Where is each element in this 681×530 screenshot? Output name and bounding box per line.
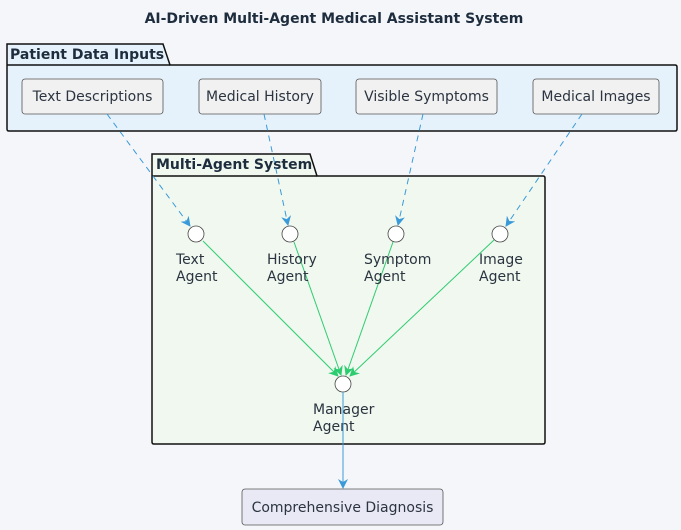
agent-node-manager[interactable]: Manager Agent <box>313 375 375 435</box>
diagram-title: AI-Driven Multi-Agent Medical Assistant … <box>145 11 524 27</box>
manager-label-line2: Agent <box>313 419 355 435</box>
package-label-agents: Multi-Agent System <box>156 157 312 173</box>
input-node-medical-history[interactable]: Medical History <box>198 78 322 115</box>
agent-edges <box>202 239 495 377</box>
output-node-label: Comprehensive Diagnosis <box>252 500 434 516</box>
agent-node-history[interactable]: History Agent <box>267 225 317 285</box>
input-node-text-descriptions[interactable]: Text Descriptions <box>21 78 164 115</box>
agent-circle-icon <box>281 225 299 243</box>
agent-label-line2: Agent <box>267 269 309 285</box>
agent-label-line1: Symptom <box>364 252 431 268</box>
output-node-diagnosis[interactable]: Comprehensive Diagnosis <box>241 488 444 526</box>
input-node-medical-images[interactable]: Medical Images <box>532 78 660 115</box>
agent-circle-icon <box>187 225 205 243</box>
edge-image-input <box>505 113 583 227</box>
edge-symptom-agent-manager <box>344 241 394 376</box>
input-edges <box>106 113 583 227</box>
agent-label-line1: Text <box>175 252 205 268</box>
agent-label-line2: Agent <box>176 269 218 285</box>
agent-circle-icon <box>387 225 405 243</box>
input-node-label: Visible Symptoms <box>364 89 489 105</box>
agent-label-line1: History <box>267 252 317 268</box>
package-patient-data-inputs: Patient Data Inputs <box>6 43 678 132</box>
edge-symptom-input <box>395 113 424 226</box>
agent-node-image[interactable]: Image Agent <box>479 225 523 285</box>
agent-label-line1: Image <box>479 252 523 268</box>
agent-node-text[interactable]: Text Agent <box>175 225 218 285</box>
edge-image-agent-manager <box>349 239 495 377</box>
agent-circle-icon <box>334 375 352 393</box>
edge-text-agent-manager <box>202 240 339 377</box>
package-label-inputs: Patient Data Inputs <box>10 47 164 63</box>
edge-history-agent-manager <box>293 241 343 376</box>
agent-label-line2: Agent <box>479 269 521 285</box>
edge-history-input <box>263 113 291 226</box>
agent-circle-icon <box>491 225 509 243</box>
input-node-visible-symptoms[interactable]: Visible Symptoms <box>355 78 498 115</box>
input-node-label: Medical History <box>206 89 314 105</box>
agent-node-symptom[interactable]: Symptom Agent <box>364 225 431 285</box>
edge-text-input <box>106 113 191 227</box>
manager-label-line1: Manager <box>313 402 375 418</box>
package-multi-agent-system: Multi-Agent System <box>151 153 546 445</box>
agent-label-line2: Agent <box>364 269 406 285</box>
input-node-label: Text Descriptions <box>32 89 153 105</box>
input-node-label: Medical Images <box>541 89 650 105</box>
